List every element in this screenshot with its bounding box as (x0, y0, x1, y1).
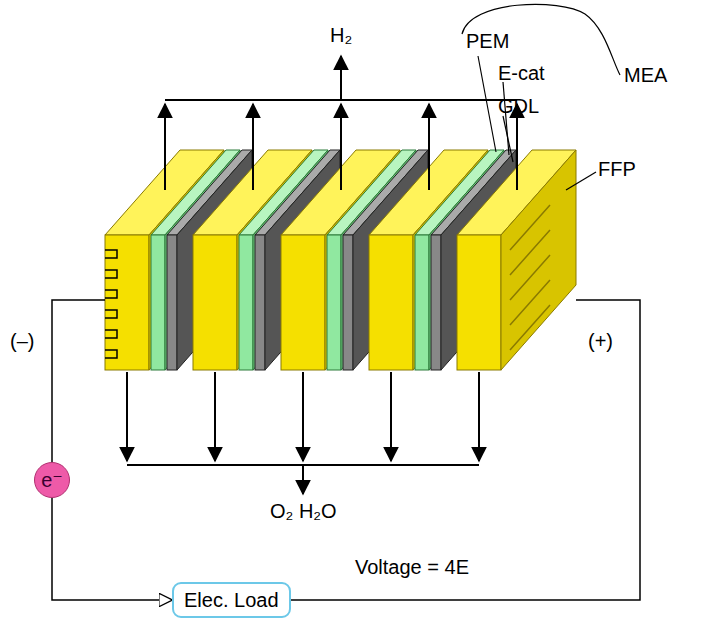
part-label: MEA (624, 64, 667, 86)
part-label: PEM (466, 30, 509, 52)
terminal-label: (–) (10, 330, 34, 352)
part-label: E-cat (498, 62, 545, 84)
terminal-label: (+) (588, 330, 613, 352)
node-text: e⁻ (41, 468, 63, 492)
voltage-label: Voltage = 4E (355, 556, 469, 578)
node-text: Elec. Load (184, 589, 279, 612)
load-box: Elec. Load (172, 582, 291, 618)
wire-connector (52, 498, 171, 600)
electron-circle: e⁻ (34, 462, 70, 498)
part-label: FFP (598, 158, 636, 180)
gas-label: O₂ H₂O (270, 500, 337, 522)
part-label: GDL (498, 95, 539, 117)
gas-label: H₂ (330, 24, 352, 46)
